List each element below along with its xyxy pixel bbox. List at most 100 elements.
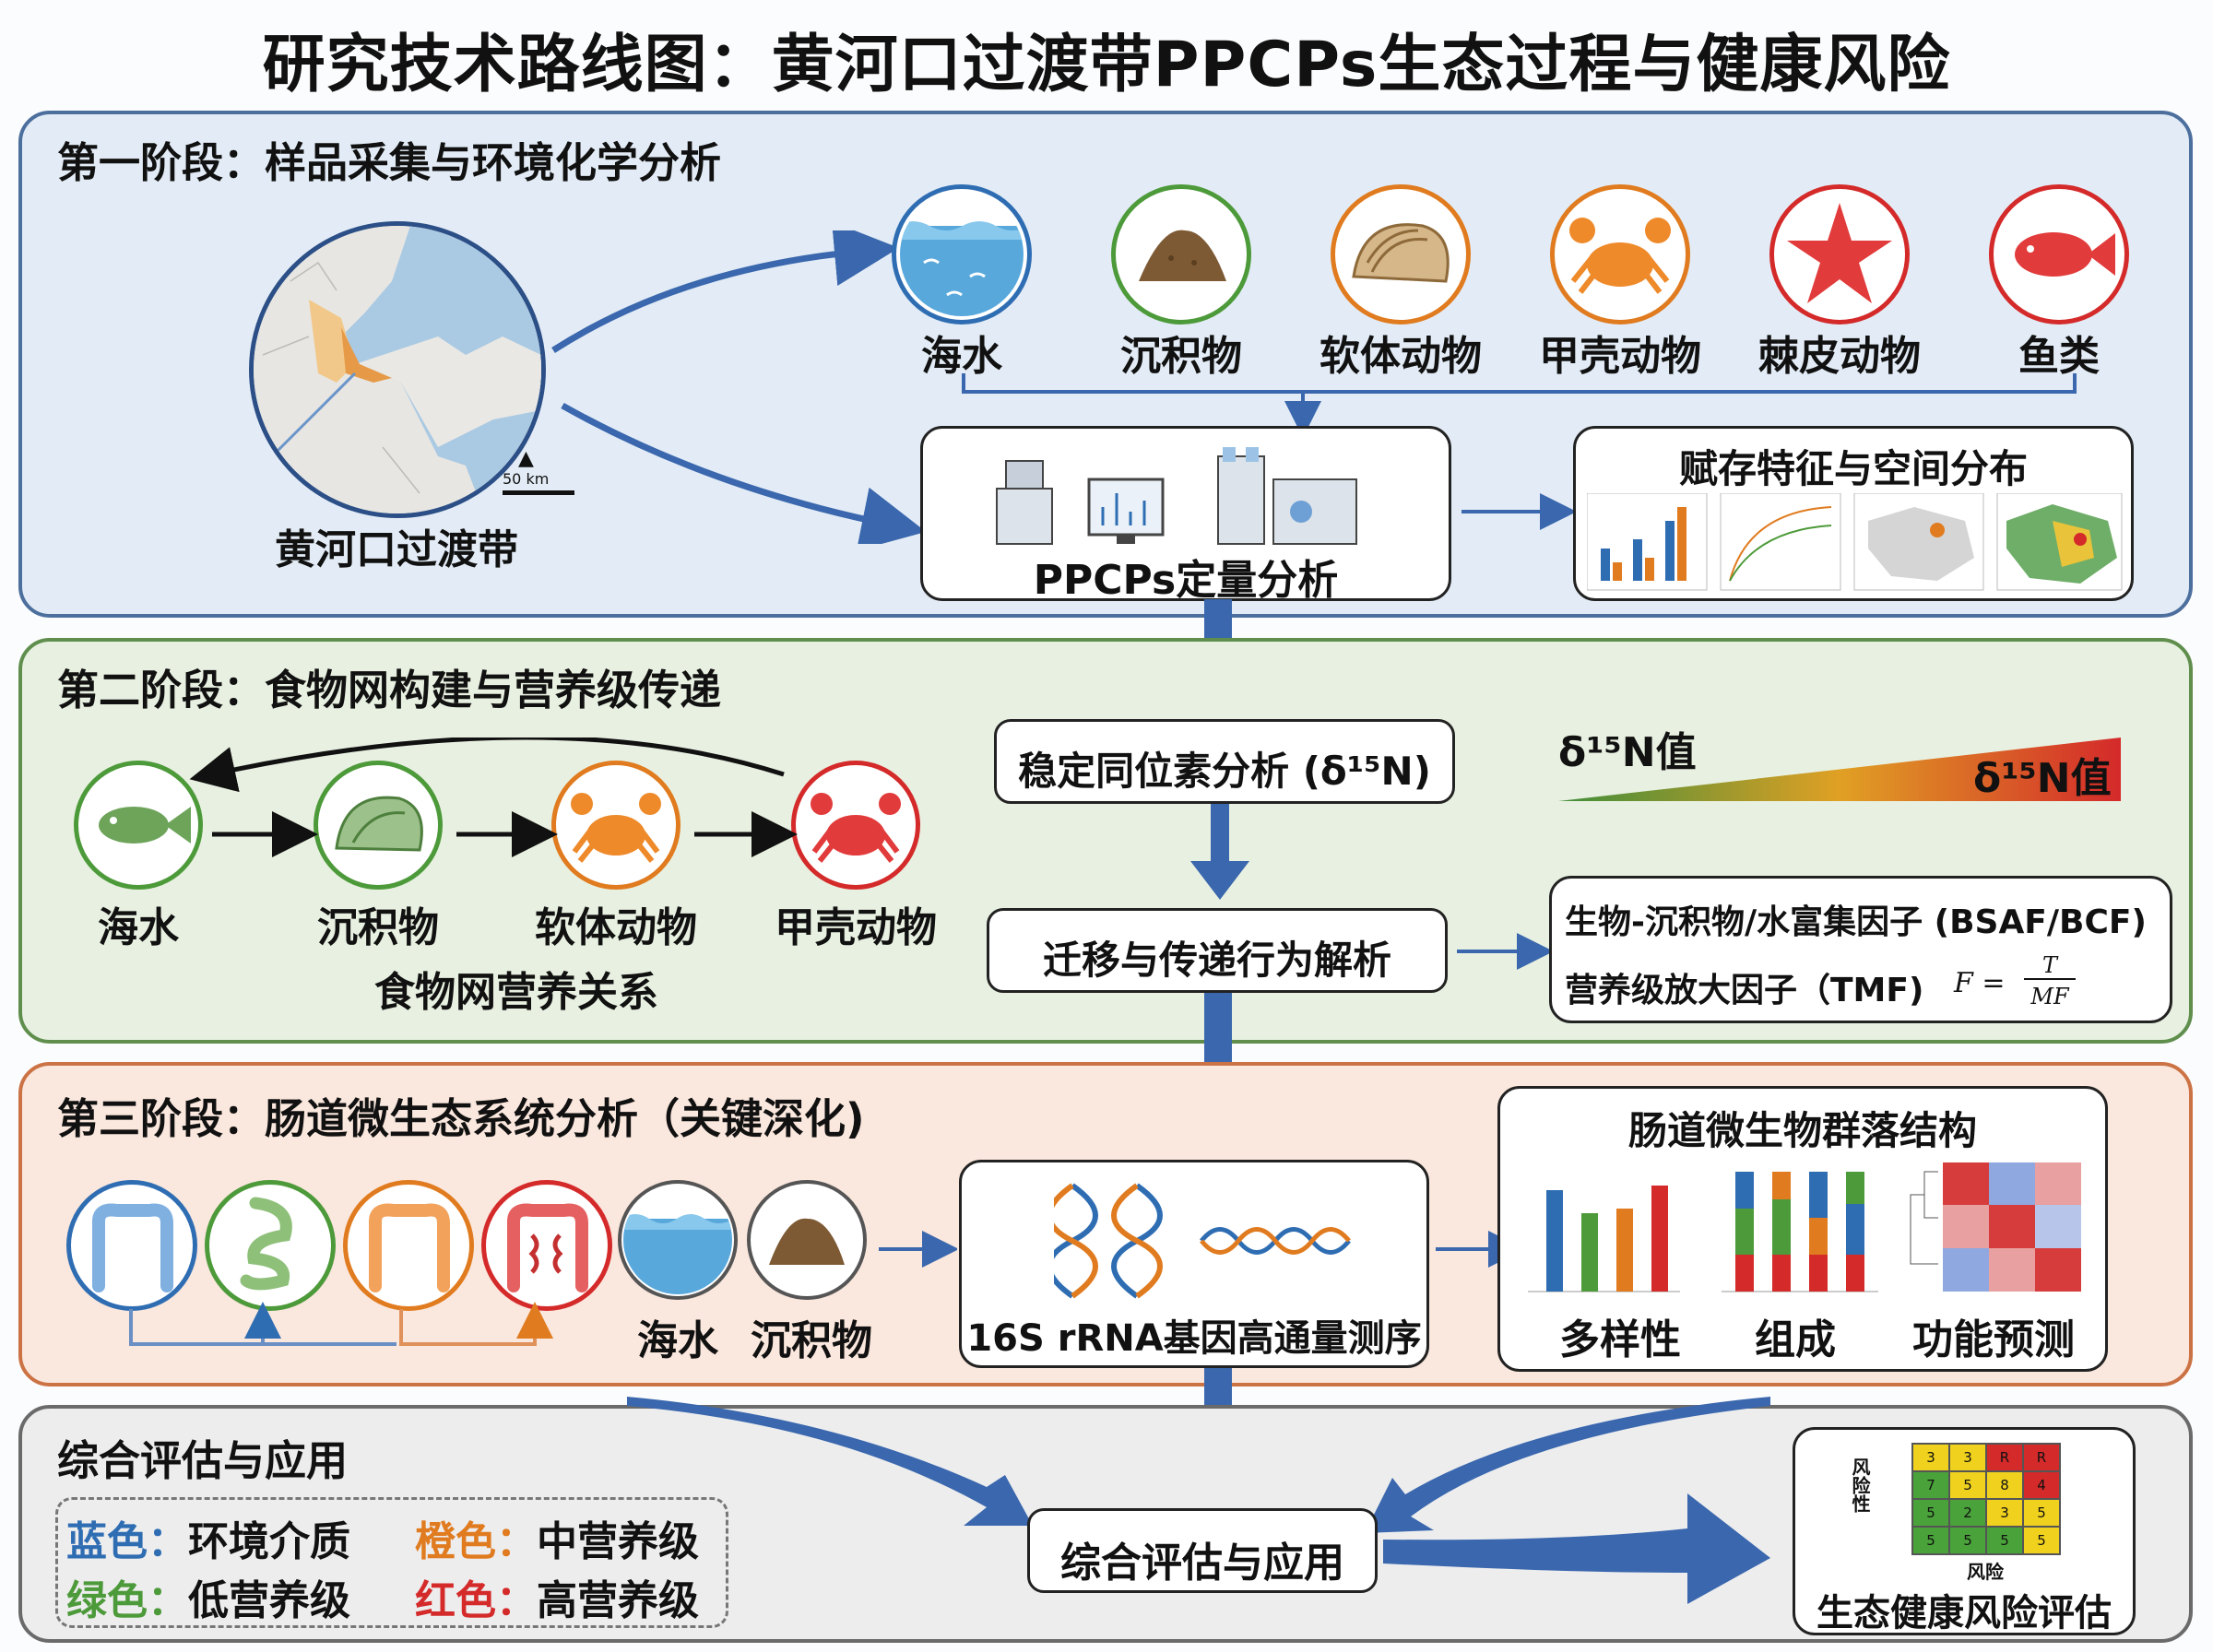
stomach-icon-green <box>205 1180 336 1311</box>
down-arrow-isotope <box>1190 804 1249 900</box>
risk-cell: 5 <box>1912 1499 1949 1527</box>
foodweb-label-0: 海水 <box>98 904 179 951</box>
risk-cell: 3 <box>1912 1444 1949 1471</box>
formula-lhs: F = <box>1954 967 2006 999</box>
factor-line-bsaf: 生物-沉积物/水富集因子 (BSAF/BCF) <box>1565 903 2147 941</box>
crab-icon-orange <box>1550 184 1690 324</box>
delta15n-gradient <box>1558 738 2121 801</box>
map-circle <box>249 221 546 518</box>
foodweb-caption: 食物网营养关系 <box>374 969 658 1016</box>
env-label-sediment: 沉积物 <box>751 1317 872 1364</box>
gradient-label-right: δ¹⁵N值 <box>1973 755 2112 802</box>
legend-key-blue: 蓝色： <box>66 1518 188 1565</box>
intestine-icon-blue <box>66 1180 197 1311</box>
risk-cell: 5 <box>1986 1527 2023 1554</box>
sample-label-1: 沉积物 <box>1120 333 1242 380</box>
community-box: 肠道微生物群落结构 多样性 组成 功能预测 <box>1497 1086 2108 1372</box>
isotope-analysis-label: 稳定同位素分析 (δ¹⁵N) <box>1018 749 1431 794</box>
env-label-seawater: 海水 <box>637 1317 718 1364</box>
risk-cell: 5 <box>1949 1471 1986 1499</box>
yellow-river-delta-map <box>254 226 541 513</box>
legend-key-red: 红色： <box>415 1577 537 1624</box>
sample-label-4: 棘皮动物 <box>1758 333 1921 380</box>
gradient-label-left: δ¹⁵N值 <box>1558 729 1697 776</box>
map-scale-bar <box>503 490 574 495</box>
arrow-to-risk <box>1383 1493 1770 1604</box>
legend-value-green: 低营养级 <box>188 1577 350 1624</box>
north-arrow-icon: ▲ <box>518 447 534 470</box>
color-legend <box>55 1497 728 1628</box>
ppcps-analysis-box: PPCPs定量分析 <box>920 426 1451 604</box>
risk-axis-y: 风险性 <box>1849 1457 1871 1513</box>
legend-key-orange: 橙色： <box>415 1518 537 1565</box>
factor-line-tmf: 营养级放大因子（TMF) <box>1565 972 1924 1009</box>
arrow-to-factors <box>1457 933 1554 970</box>
risk-cell: 3 <box>1986 1499 2023 1527</box>
community-item-function: 功能预测 <box>1912 1316 2075 1363</box>
ppcps-analysis-label: PPCPs定量分析 <box>1033 557 1339 604</box>
seawater-icon <box>892 184 1032 324</box>
community-item-diversity: 多样性 <box>1559 1316 1681 1363</box>
mollusk-icon <box>1331 184 1471 324</box>
foodweb-label-2: 软体动物 <box>535 904 697 951</box>
risk-cell: 8 <box>1986 1471 2023 1499</box>
mollusk-icon-green <box>314 761 443 890</box>
arrow-to-distribution <box>1462 493 1577 530</box>
risk-cell: R <box>1986 1444 2023 1471</box>
formula-numerator: T <box>2024 952 2076 980</box>
intestine-icon-orange <box>343 1180 474 1311</box>
fish-icon-green <box>74 761 203 890</box>
converging-arrows <box>627 1397 1770 1533</box>
risk-cell: 5 <box>1912 1527 1949 1554</box>
foodweb-label-3: 甲壳动物 <box>775 904 937 951</box>
stage3-heading: 第三阶段：肠道微生态系统分析（关键深化) <box>57 1094 865 1143</box>
transfer-behavior-box: 迁移与传递行为解析 <box>987 908 1448 993</box>
risk-cell: 7 <box>1912 1471 1949 1499</box>
formula-denominator: MF <box>2030 984 2069 1009</box>
map-label: 黄河口过渡带 <box>275 526 518 573</box>
risk-cell: 5 <box>2023 1499 2060 1527</box>
risk-assessment-title: 生态健康风险评估 <box>1817 1592 2112 1634</box>
transfer-behavior-label: 迁移与传递行为解析 <box>1042 938 1391 983</box>
legend-value-orange: 中营养级 <box>537 1518 699 1565</box>
dna-helix-icon <box>1054 1183 1351 1299</box>
map-scale-label: 50 km <box>503 470 550 488</box>
risk-cell: 2 <box>1949 1499 1986 1527</box>
starfish-icon <box>1769 184 1910 324</box>
sediment-icon-2 <box>747 1180 867 1300</box>
sample-label-3: 甲壳动物 <box>1539 333 1701 380</box>
stage1-heading: 第一阶段：样品采集与环境化学分析 <box>57 138 722 187</box>
stage4-heading: 综合评估与应用 <box>57 1436 349 1485</box>
risk-cell: 5 <box>1949 1527 1986 1554</box>
arrow-to-community <box>1436 1231 1523 1268</box>
assessment-center-box: 综合评估与应用 <box>1027 1508 1378 1593</box>
risk-cell: R <box>2023 1444 2060 1471</box>
distribution-box: 赋存特征与空间分布 <box>1573 426 2134 601</box>
sequencing-label: 16S rRNA基因高通量测序 <box>966 1317 1422 1360</box>
legend-item-orange: 橙色：中营养级 <box>415 1508 699 1567</box>
sample-label-5: 鱼类 <box>2018 333 2100 380</box>
foodweb-arrows <box>189 738 798 857</box>
legend-item-blue: 蓝色：环境介质 <box>66 1508 350 1567</box>
stage2-heading: 第二阶段：食物网构建与营养级传递 <box>57 666 722 714</box>
legend-value-blue: 环境介质 <box>188 1518 350 1565</box>
crab-icon-red <box>791 761 920 890</box>
risk-axis-x: 风险 <box>1967 1561 2004 1583</box>
sediment-icon <box>1111 184 1251 324</box>
factors-box: 生物-沉积物/水富集因子 (BSAF/BCF) 营养级放大因子（TMF) F =… <box>1549 876 2172 1023</box>
community-item-composition: 组成 <box>1755 1316 1836 1363</box>
gut-connector-arrows <box>129 1302 553 1346</box>
risk-cell: 4 <box>2023 1471 2060 1499</box>
assessment-center-label: 综合评估与应用 <box>1060 1540 1344 1587</box>
lab-instruments-icon <box>996 447 1357 545</box>
legend-item-red: 红色：高营养级 <box>415 1567 699 1626</box>
sample-collector-bracket <box>962 373 2077 429</box>
risk-cell: 3 <box>1949 1444 1986 1471</box>
arrow-to-sequencing <box>879 1231 957 1268</box>
seawater-icon-2 <box>618 1180 738 1300</box>
distribution-thumbnails <box>1587 493 2123 591</box>
sequencing-box: 16S rRNA基因高通量测序 <box>959 1160 1429 1368</box>
sample-label-2: 软体动物 <box>1320 333 1482 380</box>
